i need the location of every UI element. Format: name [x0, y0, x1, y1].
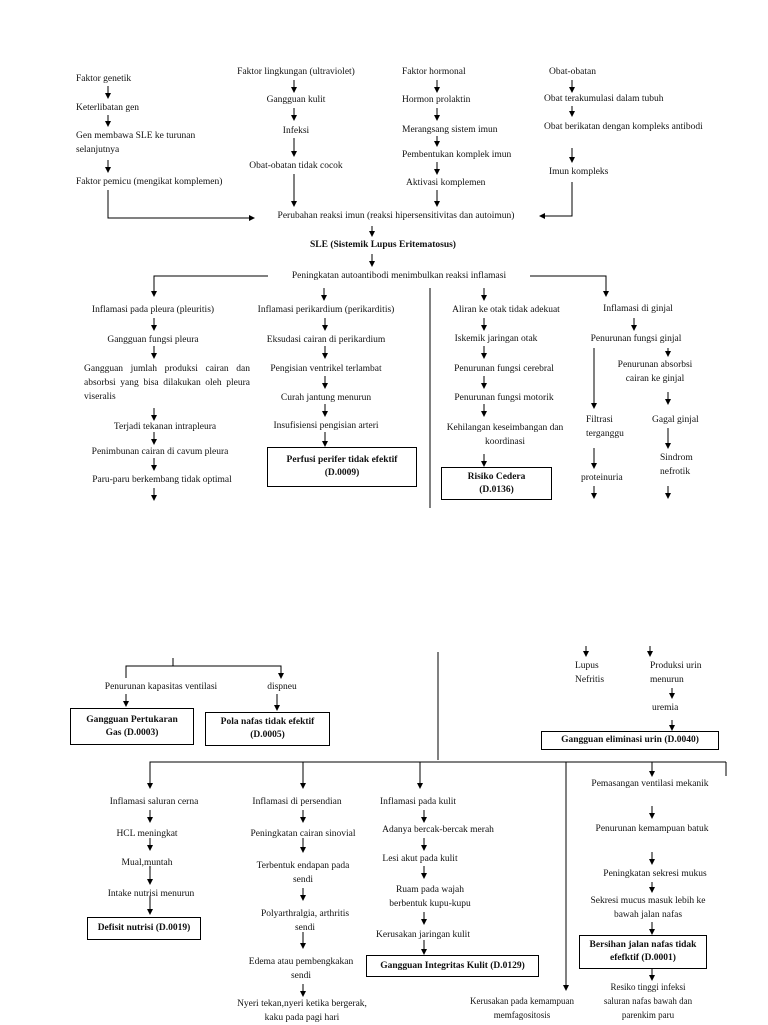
otak-2: Penurunan fungsi cerebral	[454, 364, 554, 374]
dx-cedera-box: Risiko Cedera (D.0136)	[441, 467, 552, 500]
perikard-0: Inflamasi perikardium (perikarditis)	[257, 305, 395, 315]
ren-uremia: uremia	[652, 703, 679, 713]
dx-nutrisi-box: Defisit nutrisi (D.0019)	[87, 917, 201, 940]
ginjal-0: Inflamasi di ginjal	[603, 304, 673, 314]
kulit-4: Kerusakan jaringan kulit	[376, 930, 470, 940]
col3-item-4: Aktivasi komplemen	[406, 178, 486, 188]
resp-right: dispneu	[267, 682, 297, 692]
sle-node: SLE (Sistemik Lupus Eritematosus)	[310, 240, 456, 250]
pleura-1: Gangguan fungsi pleura	[107, 335, 199, 345]
dx-eliminasi-box: Gangguan eliminasi urin (D.0040)	[541, 731, 719, 750]
sendi-2: Terbentuk endapan pada sendi	[256, 861, 350, 885]
pleura-3: Terjadi tekanan intrapleura	[113, 422, 217, 432]
col3-item-0: Faktor hormonal	[402, 67, 466, 77]
otak-1: Iskemik jaringan otak	[454, 334, 538, 344]
col1-item-3: Faktor pemicu (mengikat komplemen)	[76, 177, 223, 187]
dx-bersihan-box: Bersihan jalan nafas tidak efefktif (D.0…	[579, 935, 707, 969]
vent-0: Pemasangan ventilasi mekanik	[591, 779, 709, 789]
col3-item-1: Hormon prolaktin	[402, 95, 471, 105]
pleura-2: Gangguan jumlah produksi cairan dan abso…	[84, 364, 250, 402]
perikard-4: Insufisiensi pengisian arteri	[273, 421, 379, 431]
vent-2: Peningkatan sekresi mukus	[603, 869, 707, 879]
sendi-5: Nyeri tekan,nyeri ketika bergerak, kaku …	[237, 999, 367, 1023]
pleura-0: Inflamasi pada pleura (pleuritis)	[91, 305, 215, 315]
col4-item-0: Obat-obatan	[549, 67, 596, 77]
resp-left: Penurunan kapasitas ventilasi	[104, 682, 218, 692]
col3-item-3: Pembentukan komplek imun	[402, 150, 512, 160]
col3-item-2: Merangsang sistem imun	[402, 125, 498, 135]
ren-lupus: Lupus Nefritis	[575, 661, 605, 685]
vent-1: Penurunan kemampuan batuk	[595, 824, 709, 834]
cerna-2: Mual,muntah	[121, 858, 173, 868]
col2-item-2: Infeksi	[282, 126, 310, 136]
ren-produksi: Produksi urin menurun	[650, 661, 702, 685]
sendi-0: Inflamasi di persendian	[252, 797, 342, 807]
sendi-4: Edema atau pembengkakan sendi	[248, 957, 354, 981]
ginjal-5: Sindrom nefrotik	[660, 453, 693, 477]
cerna-3: Intake nutrisi menurun	[107, 889, 195, 899]
ginjal-6: proteinuria	[581, 473, 623, 483]
perikard-2: Pengisian ventrikel terlambat	[270, 364, 382, 374]
col1-item-1: Keterlibatan gen	[76, 103, 140, 113]
vent-4: Resiko tinggi infeksi saluran nafas bawa…	[603, 982, 693, 1020]
perikard-1: Eksudasi cairan di perikardium	[266, 335, 386, 345]
col2-item-3: Obat-obatan tidak cocok	[249, 161, 343, 171]
sendi-1: Peningkatan cairan sinovial	[250, 829, 356, 839]
dx-kulit-box: Gangguan Integritas Kulit (D.0129)	[366, 955, 539, 977]
dx-gas-box: Gangguan Pertukaran Gas (D.0003)	[70, 708, 194, 745]
vent-3: Sekresi mucus masuk lebih ke bawah jalan…	[590, 896, 706, 920]
ginjal-4: Gagal ginjal	[652, 415, 699, 425]
dx-perfusi-box: Perfusi perifer tidak efektif (D.0009)	[267, 447, 417, 487]
col2-item-1: Gangguan kulit	[266, 95, 326, 105]
cerna-0: Inflamasi saluran cerna	[109, 797, 199, 807]
cerna-1: HCL meningkat	[116, 829, 178, 839]
kulit-1: Adanya bercak-bercak merah	[382, 825, 494, 835]
otak-0: Aliran ke otak tidak adekuat	[452, 305, 560, 315]
pleura-4: Penimbunan cairan di cavum pleura	[91, 447, 229, 457]
ginjal-1: Penurunan fungsi ginjal	[590, 334, 682, 344]
col4-item-3: Imun kompleks	[549, 167, 609, 177]
col1-item-2: Gen membawa SLE ke turunan selanjutnya	[76, 131, 196, 155]
ginjal-2: Penurunan absorbsi cairan ke ginjal	[617, 360, 693, 384]
kulit-2: Lesi akut pada kulit	[382, 854, 458, 864]
kerusakan-fagosit: Kerusakan pada kemampuan memfagositosis	[470, 996, 574, 1020]
ginjal-3: Filtrasi terganggu	[586, 415, 624, 439]
col4-item-2: Obat berikatan dengan kompleks antibodi	[544, 122, 703, 132]
perubahan-node: Perubahan reaksi imun (reaksi hipersensi…	[277, 211, 515, 221]
col4-item-1: Obat terakumulasi dalam tubuh	[544, 94, 664, 104]
perikard-3: Curah jantung menurun	[280, 393, 372, 403]
col1-item-0: Faktor genetik	[76, 74, 132, 84]
peningkatan-node: Peningkatan autoantibodi menimbulkan rea…	[291, 271, 507, 281]
kulit-0: Inflamasi pada kulit	[380, 797, 456, 807]
pleura-5: Paru-paru berkembang tidak optimal	[92, 475, 232, 485]
col2-item-0: Faktor lingkungan (ultraviolet)	[237, 67, 355, 77]
otak-3: Penurunan fungsi motorik	[454, 393, 554, 403]
kulit-3: Ruam pada wajah berbentuk kupu-kupu	[389, 885, 471, 909]
sendi-3: Polyarthralgia, arthritis sendi	[260, 909, 350, 933]
dx-nafas-box: Pola nafas tidak efektif (D.0005)	[205, 712, 330, 746]
otak-4: Kehilangan keseimbangan dan koordinasi	[446, 423, 564, 447]
